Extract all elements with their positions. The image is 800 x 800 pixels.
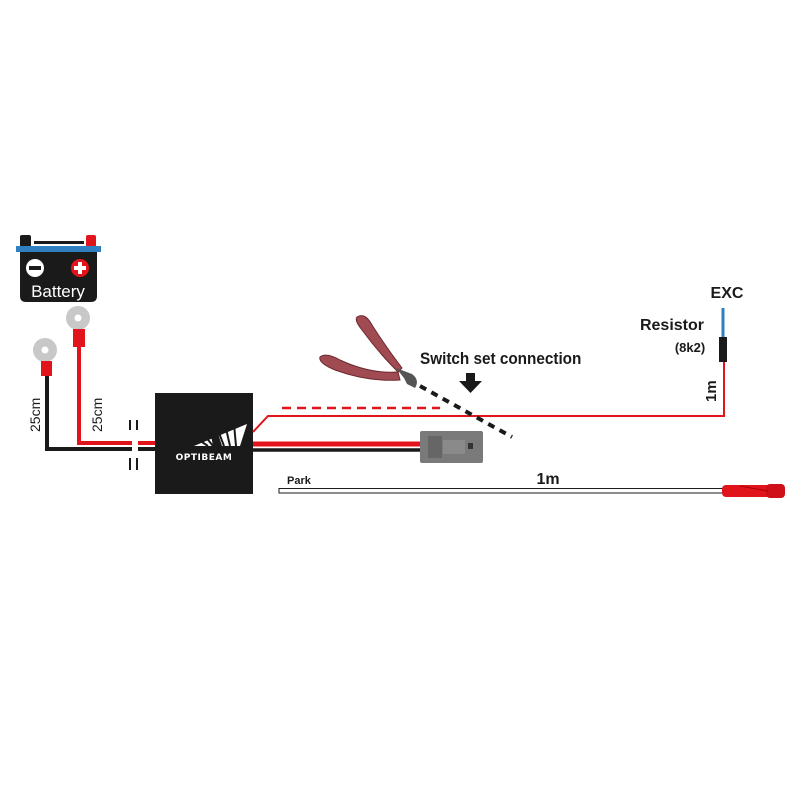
pliers-icon — [319, 315, 417, 388]
resistor-icon — [719, 337, 727, 362]
resistor-value: (8k2) — [675, 340, 705, 355]
negative-lug — [33, 338, 57, 376]
module-brand: OPTIBEAM — [176, 453, 233, 463]
negative-wire-length: 25cm — [27, 398, 43, 432]
battery-icon: Battery — [16, 235, 101, 302]
optibeam-module: OPTIBEAM — [155, 393, 253, 494]
resistor-label: Resistor — [640, 317, 704, 334]
switch-connector — [420, 431, 483, 463]
positive-lug — [66, 306, 90, 347]
cut-line — [419, 384, 513, 439]
exc-wire — [252, 362, 725, 433]
arrow-down-icon — [459, 373, 482, 393]
park-wire — [278, 488, 725, 494]
break-marks — [129, 420, 138, 470]
positive-wire-length: 25cm — [89, 398, 105, 432]
negative-wire — [45, 376, 132, 451]
exc-label: EXC — [711, 285, 744, 302]
switch-connection-label: Switch set connection — [420, 349, 581, 368]
optibeam-logo-icon — [194, 423, 247, 447]
positive-wire — [77, 347, 132, 445]
park-wire-length: 1m — [536, 471, 559, 488]
park-connector — [722, 484, 785, 498]
park-label: Park — [287, 475, 312, 487]
battery-label: Battery — [31, 282, 85, 301]
exc-wire-length: 1m — [703, 380, 720, 402]
